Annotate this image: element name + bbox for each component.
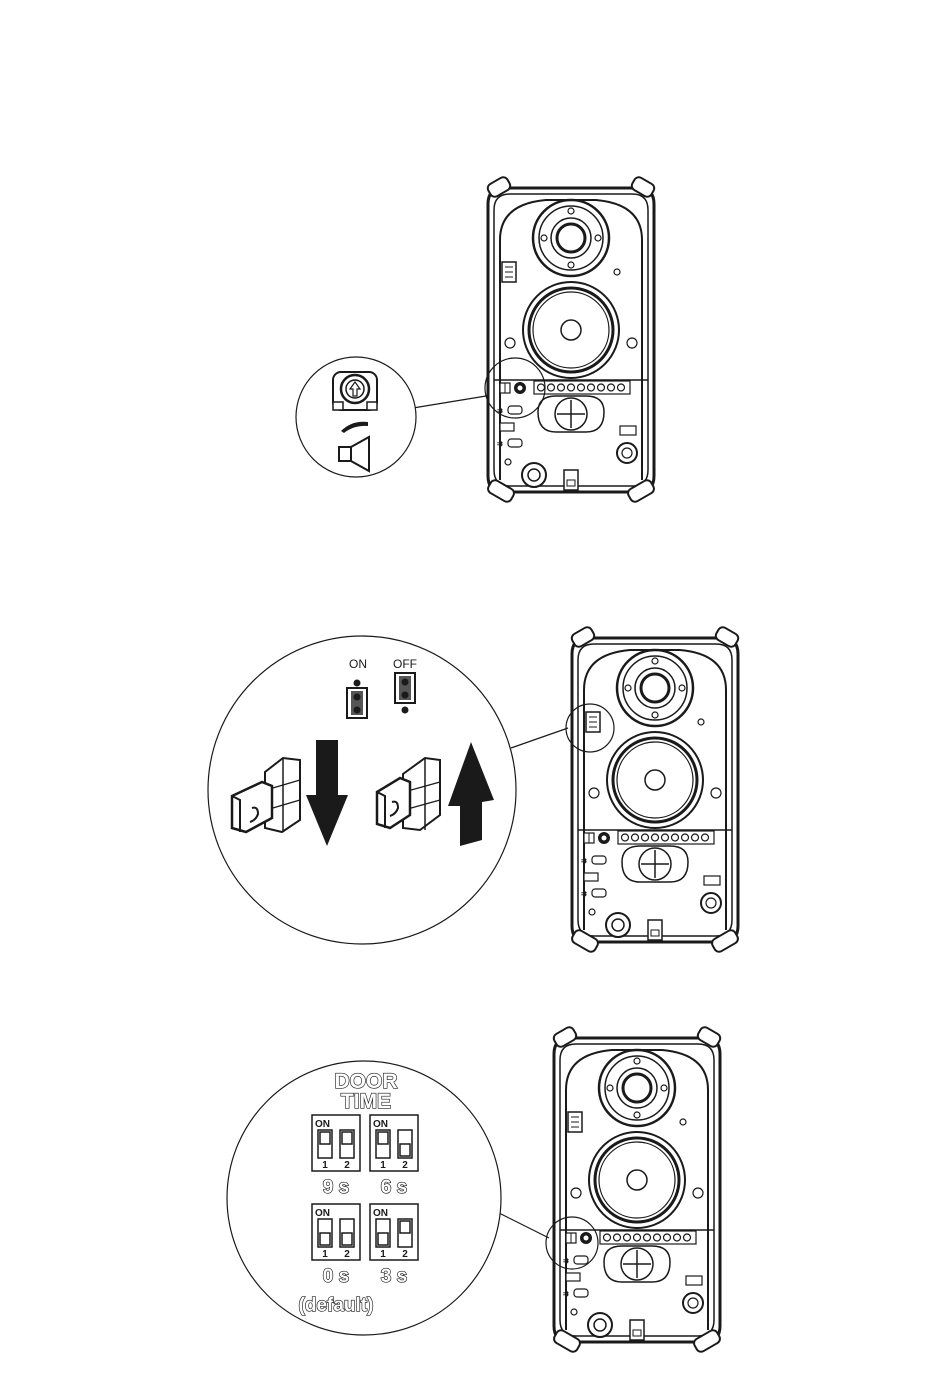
dip-switch-number: 2 [344, 1160, 350, 1171]
volume-potentiometer-icon [333, 372, 377, 410]
dip-switch-on-label: ON [373, 1208, 388, 1219]
dip-switch-number: 2 [402, 1249, 408, 1260]
intercom-unit-icon [486, 175, 656, 503]
dip-switch-knob [378, 1132, 388, 1144]
intercom-unit-icon [552, 1025, 722, 1353]
dip-switch-knob [320, 1132, 330, 1144]
dip-switch-knob [378, 1233, 388, 1245]
dip-switch-on-label: ON [315, 1119, 330, 1130]
leader-line [511, 728, 568, 748]
default-label: (default) [299, 1295, 374, 1316]
dip-switch-on-label: ON [373, 1119, 388, 1130]
dip-switch-knob [342, 1132, 352, 1144]
jumper-off-label: OFF [393, 657, 417, 671]
door-time-title-line2: TIME [341, 1090, 391, 1113]
dip-switch-number: 1 [380, 1160, 386, 1171]
dip-switch-number: 1 [322, 1249, 328, 1260]
door-time-value: 6 s [381, 1177, 407, 1198]
door-time-value: 3 s [381, 1266, 407, 1287]
dip-switch-number: 2 [402, 1160, 408, 1171]
panel-a-volume-adjustment [296, 175, 656, 503]
dip-switch-knob [342, 1233, 352, 1245]
intercom-unit-icon [570, 625, 740, 953]
dip-switch-on-label: ON [315, 1208, 330, 1219]
panel-b-jumper-setting: ON OFF [208, 625, 740, 953]
dip-switch-knob [400, 1221, 410, 1233]
jumper-on-label: ON [349, 657, 367, 671]
dip-switch-knob [400, 1144, 410, 1156]
leader-line [497, 1212, 549, 1238]
door-time-value: 9 s [323, 1177, 349, 1198]
dip-switch-number: 1 [380, 1249, 386, 1260]
dip-switch-number: 1 [322, 1160, 328, 1171]
leader-line [413, 396, 486, 408]
dip-switch-number: 2 [344, 1249, 350, 1260]
door-time-value: 0 s [323, 1266, 349, 1287]
dip-switch-knob [320, 1233, 330, 1245]
